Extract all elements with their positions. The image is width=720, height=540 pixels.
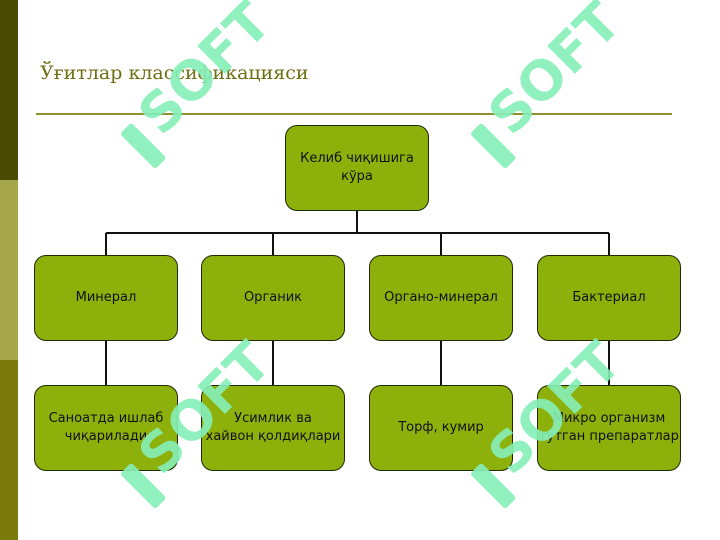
soft-watermark-logo: SOFT <box>121 0 283 168</box>
example-mineral: Саноатда ишлаб чиқарилади <box>34 385 178 471</box>
example-organo-mineral: Торф, кумир <box>369 385 513 471</box>
slide-title: Ўғитлар классификацияси <box>40 62 309 84</box>
category-organo-mineral: Органо-минерал <box>369 255 513 341</box>
title-underline <box>36 113 672 115</box>
category-organic: Органик <box>201 255 345 341</box>
watermark-text: SOFT <box>476 330 633 487</box>
example-bacterial: Микро организм тутган препаратлар <box>537 385 681 471</box>
watermark-text: SOFT <box>126 330 283 487</box>
soft-watermark-logo: SOFT <box>121 330 283 508</box>
example-organic: Усимлик ва хайвон қолдиқлари <box>201 385 345 471</box>
sidebar-stripe-top <box>0 0 18 180</box>
category-bacterial: Бактериал <box>537 255 681 341</box>
watermark-text: SOFT <box>126 0 283 147</box>
root-node: Келиб чиқишига кўра <box>285 125 429 211</box>
watermark-text: SOFT <box>476 0 633 147</box>
category-mineral: Минерал <box>34 255 178 341</box>
sidebar-stripe-bottom <box>0 360 18 540</box>
soft-watermark-logo: SOFT <box>471 330 633 508</box>
soft-watermark-logo: SOFT <box>471 0 633 168</box>
sidebar-stripe-middle <box>0 180 18 360</box>
